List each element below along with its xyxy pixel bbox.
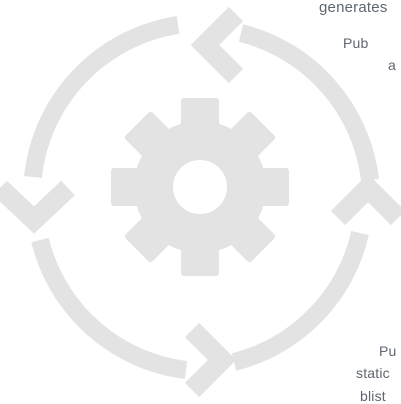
chevron-up-icon [330, 173, 401, 226]
arc-lower-right [231, 230, 369, 371]
arc-upper-left [24, 16, 180, 179]
chevron-right-icon [184, 322, 237, 398]
chevron-left-icon [190, 6, 244, 84]
gear-hole [173, 160, 227, 214]
text-fragment-pu: Pu [379, 343, 397, 359]
chevron-down-icon [0, 180, 75, 234]
text-fragment-static: static [356, 365, 390, 381]
cycle-arrows-icon [24, 16, 379, 379]
text-fragment-a: a [388, 57, 396, 73]
text-fragment-blist: blist [360, 388, 386, 404]
arc-lower-left [31, 237, 188, 379]
gear-teeth [111, 98, 289, 276]
arc-upper-right [238, 24, 379, 182]
text-fragment-pub: Pub [343, 35, 369, 51]
gear-icon [111, 98, 289, 276]
text-fragment-generates: generates [319, 0, 388, 16]
